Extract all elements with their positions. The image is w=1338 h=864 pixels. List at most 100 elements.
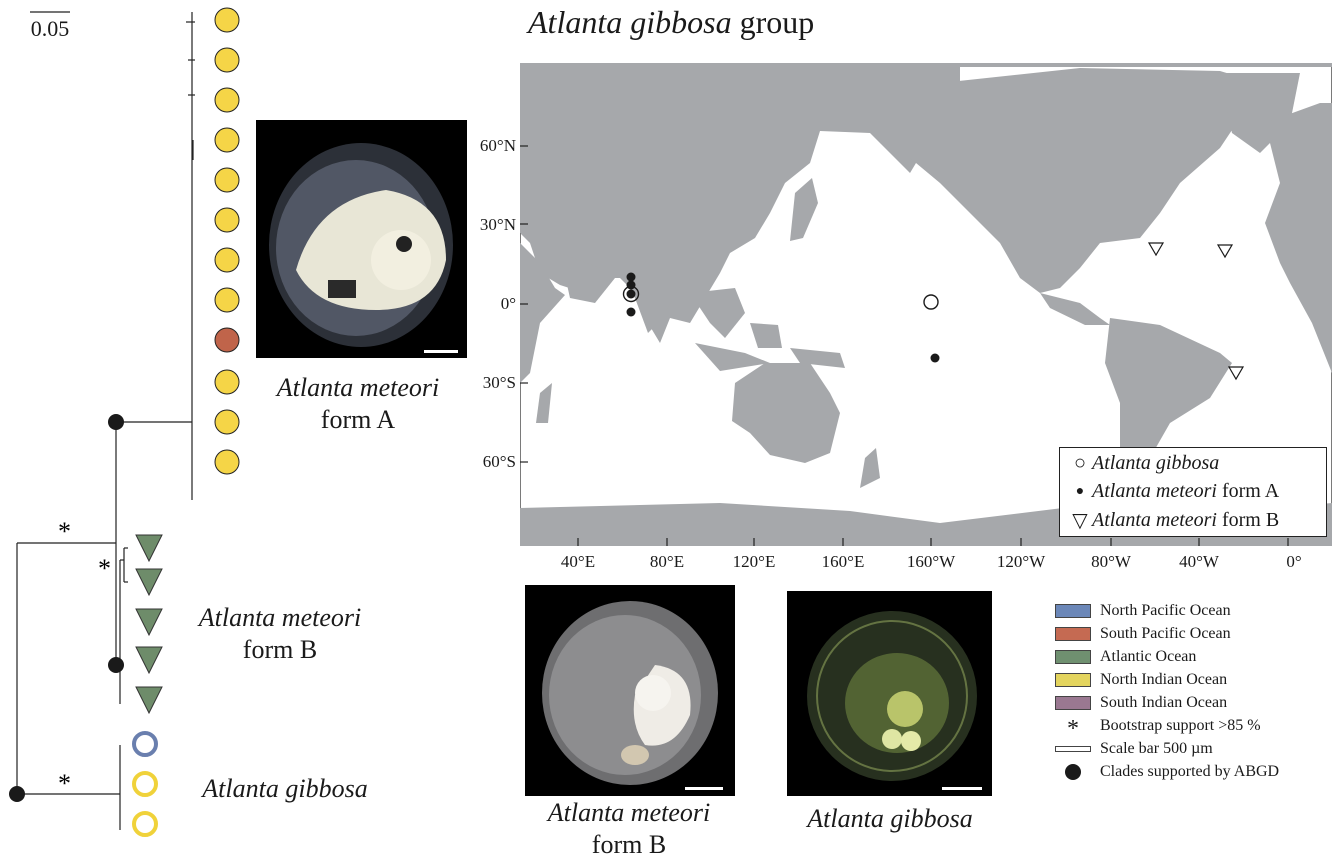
legend-down-triangle-icon: ▽ [1072,510,1088,532]
tip-circle-marker [214,327,240,353]
map-legend-form-b: ▽ Atlanta meteori form B [1068,508,1279,533]
caption-gibbosa: Atlanta gibbosa [807,804,973,833]
tip-circle-marker [214,207,240,233]
key-text-north-pacific: North Pacific Ocean [1100,602,1231,619]
tip-circle-marker [214,7,240,33]
lon-label-40w: 40°W [1179,552,1219,571]
swatch-atlantic [1055,650,1091,664]
lon-label-160w: 160°W [906,552,956,571]
key-row-abgd: Clades supported by ABGD [1055,761,1279,783]
map-legend: ○ Atlanta gibbosa ● Atlanta meteori form… [1059,447,1327,537]
tip-triangle-marker [135,534,163,563]
marker-form-a-1 [626,272,636,282]
lat-label-0: 0° [500,294,516,313]
tip-triangle-marker [135,646,163,675]
caption-form-b-name: Atlanta meteori [547,798,711,827]
tip-triangle-marker [135,686,163,715]
marker-form-b-2 [1216,244,1234,259]
tip-triangle-marker [135,608,163,637]
marker-gibbosa-1 [622,285,640,303]
map-title-group: group [731,4,815,40]
lat-label-60s: 60°S [482,452,516,471]
clade-label-form-a: Atlanta meteori form A [258,372,458,436]
swatch-south-indian [1055,696,1091,710]
lon-label-120e: 120°E [732,552,776,571]
tip-ring-marker [132,731,158,757]
key-row-scalebar: Scale bar 500 µm [1055,738,1213,760]
tip-triangle-marker [135,568,163,597]
bootstrap-asterisk-meteori: * [58,517,71,546]
tip-circle-marker [214,87,240,113]
marker-form-a-2 [626,280,636,290]
abgd-node-root [9,786,25,802]
tip-circle-marker [214,167,240,193]
key-row-north-indian: North Indian Ocean [1055,669,1227,691]
lon-label-160e: 160°E [821,552,865,571]
tip-circle-marker [214,247,240,273]
tip-circle-marker [214,369,240,395]
clade-label-form-b-name: Atlanta meteori [198,603,362,632]
map-legend-form-b-form: form B [1216,509,1280,531]
key-text-south-indian: South Indian Ocean [1100,694,1228,711]
tip-circle-marker [214,287,240,313]
world-map [520,63,1332,546]
key-text-scalebar: Scale bar 500 µm [1100,740,1213,757]
clade-label-form-b-form: form B [242,635,318,664]
map-legend-form-a-form: form A [1216,480,1280,502]
scale-bar-icon [1055,746,1091,752]
swatch-north-indian [1055,673,1091,687]
marker-form-a-5 [930,353,940,363]
key-row-south-pacific: South Pacific Ocean [1055,623,1231,645]
scale-bar-form-a [424,350,458,353]
phylogenetic-tree: * * * [9,7,240,837]
clade-label-form-a-name: Atlanta meteori [276,373,440,402]
photo-gibbosa [787,591,992,796]
bootstrap-asterisk-form-b: * [98,554,111,583]
photo-form-b [525,585,735,796]
lon-label-0: 0° [1286,552,1302,571]
map-legend-form-b-species: Atlanta meteori [1092,509,1217,531]
clade-label-form-b: Atlanta meteori form B [180,602,380,666]
map-title: Atlanta gibbosa group [528,4,814,41]
marker-gibbosa-2 [923,294,939,310]
tree-scale-label: 0.05 [30,16,70,41]
key-text-abgd: Clades supported by ABGD [1100,763,1280,780]
marker-form-a-3 [626,289,636,299]
caption-form-b-form: form B [591,830,667,859]
legend-filled-circle-icon: ● [1075,483,1085,499]
clade-label-gibbosa: Atlanta gibbosa [202,774,368,803]
marker-form-b-1 [1147,242,1165,257]
lon-label-40e: 40°E [560,552,596,571]
tip-circle-marker [214,47,240,73]
map-legend-form-a-species: Atlanta meteori [1092,480,1217,502]
abgd-node-form-b [108,657,124,673]
swatch-south-pacific [1055,627,1091,641]
key-row-north-pacific: North Pacific Ocean [1055,600,1231,622]
map-legend-gibbosa: ○ Atlanta gibbosa [1068,452,1219,475]
abgd-dot-icon [1055,764,1091,780]
lon-label-80e: 80°E [649,552,685,571]
scale-bar-form-b [685,787,723,790]
lon-label-80w: 80°W [1091,552,1131,571]
scale-bar-gibbosa [942,787,982,790]
shell-gibbosa-image [807,611,977,781]
asterisk-icon: * [1067,715,1079,742]
lat-label-30s: 30°S [482,373,516,392]
key-text-bootstrap: Bootstrap support >85 % [1100,717,1261,734]
key-row-atlantic: Atlantic Ocean [1055,646,1196,668]
caption-form-b: Atlanta meteori form B [524,797,734,861]
lat-label-30n: 30°N [479,215,516,234]
key-text-south-pacific: South Pacific Ocean [1100,625,1231,642]
key-row-south-indian: South Indian Ocean [1055,692,1227,714]
key-text-north-indian: North Indian Ocean [1100,671,1228,688]
tip-circle-marker [214,409,240,435]
legend-open-circle-icon: ○ [1073,452,1087,474]
key-text-atlantic: Atlantic Ocean [1100,648,1197,665]
tip-markers [132,7,240,837]
lon-label-120w: 120°W [996,552,1046,571]
photo-form-a [256,120,467,358]
tip-circle-marker [214,449,240,475]
abgd-node-form-a [108,414,124,430]
clade-label-form-a-form: form A [320,405,396,434]
tip-ring-marker [132,771,158,797]
